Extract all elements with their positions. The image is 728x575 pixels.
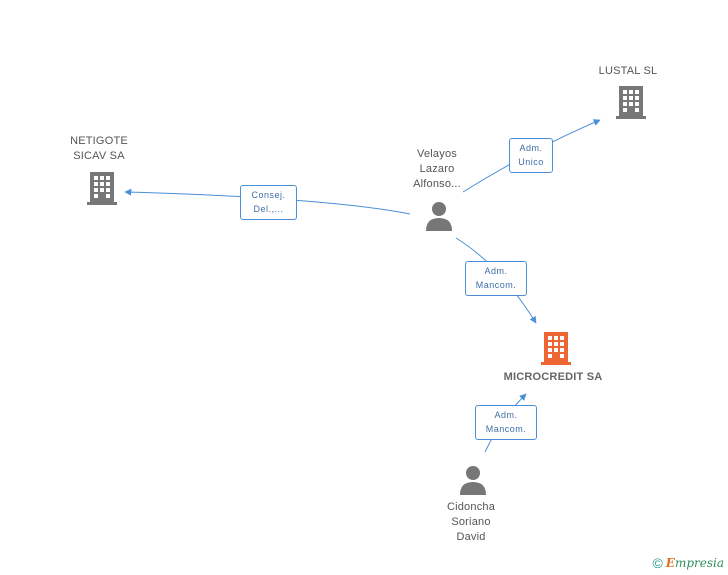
node-velayos-label[interactable]: Velayos Lazaro Alfonso...	[397, 147, 477, 192]
node-netigote-label-line1: NETIGOTE	[70, 135, 128, 147]
edge-label-adm-unico[interactable]: Adm. Unico	[509, 138, 553, 173]
edge-label-line2: Mancom.	[485, 424, 527, 434]
edge-label-line1: Adm.	[494, 410, 518, 420]
empresia-logo-initial: E	[665, 556, 675, 570]
footer-brand: © Empresia	[652, 555, 724, 571]
node-velayos-label-line2: Lazaro	[419, 163, 455, 175]
node-netigote-label-line2: SICAV SA	[73, 150, 125, 162]
person-icon[interactable]	[458, 464, 488, 496]
edge-label-line2: Mancom.	[475, 280, 517, 290]
empresia-logo: Empresia	[666, 556, 724, 570]
edge-label-line1: Adm.	[519, 143, 543, 153]
building-icon[interactable]	[615, 84, 647, 120]
node-velayos-label-line1: Velayos	[417, 148, 457, 160]
edge-label-adm-mancom-cidoncha[interactable]: Adm. Mancom.	[475, 405, 537, 440]
edge-label-adm-mancom-velayos[interactable]: Adm. Mancom.	[465, 261, 527, 296]
edge-label-line2: Del.,...	[253, 204, 284, 214]
node-lustal-label[interactable]: LUSTAL SL	[598, 65, 658, 77]
empresia-logo-text: mpresia	[674, 556, 724, 570]
building-icon-main[interactable]	[540, 330, 572, 366]
node-netigote-label[interactable]: NETIGOTE SICAV SA	[59, 134, 139, 164]
edge-velayos-netigote	[124, 188, 411, 215]
node-microcredit-label[interactable]: MICROCREDIT SA	[503, 371, 603, 383]
edge-label-line2: Unico	[518, 157, 544, 167]
node-cidoncha-label-line3: David	[456, 531, 486, 543]
edge-label-line1: Consej.	[251, 190, 286, 200]
edge-label-line1: Adm.	[484, 266, 508, 276]
edge-label-consej-del[interactable]: Consej. Del.,...	[240, 185, 297, 220]
node-velayos-label-line3: Alfonso...	[413, 178, 461, 190]
building-icon[interactable]	[86, 170, 118, 206]
node-cidoncha-label-line1: Cidoncha	[446, 501, 496, 513]
copyright-icon: ©	[652, 555, 663, 571]
node-cidoncha-label[interactable]: Cidoncha Soriano David	[431, 500, 511, 545]
person-icon[interactable]	[424, 200, 454, 232]
node-cidoncha-label-line2: Soriano	[451, 516, 491, 528]
